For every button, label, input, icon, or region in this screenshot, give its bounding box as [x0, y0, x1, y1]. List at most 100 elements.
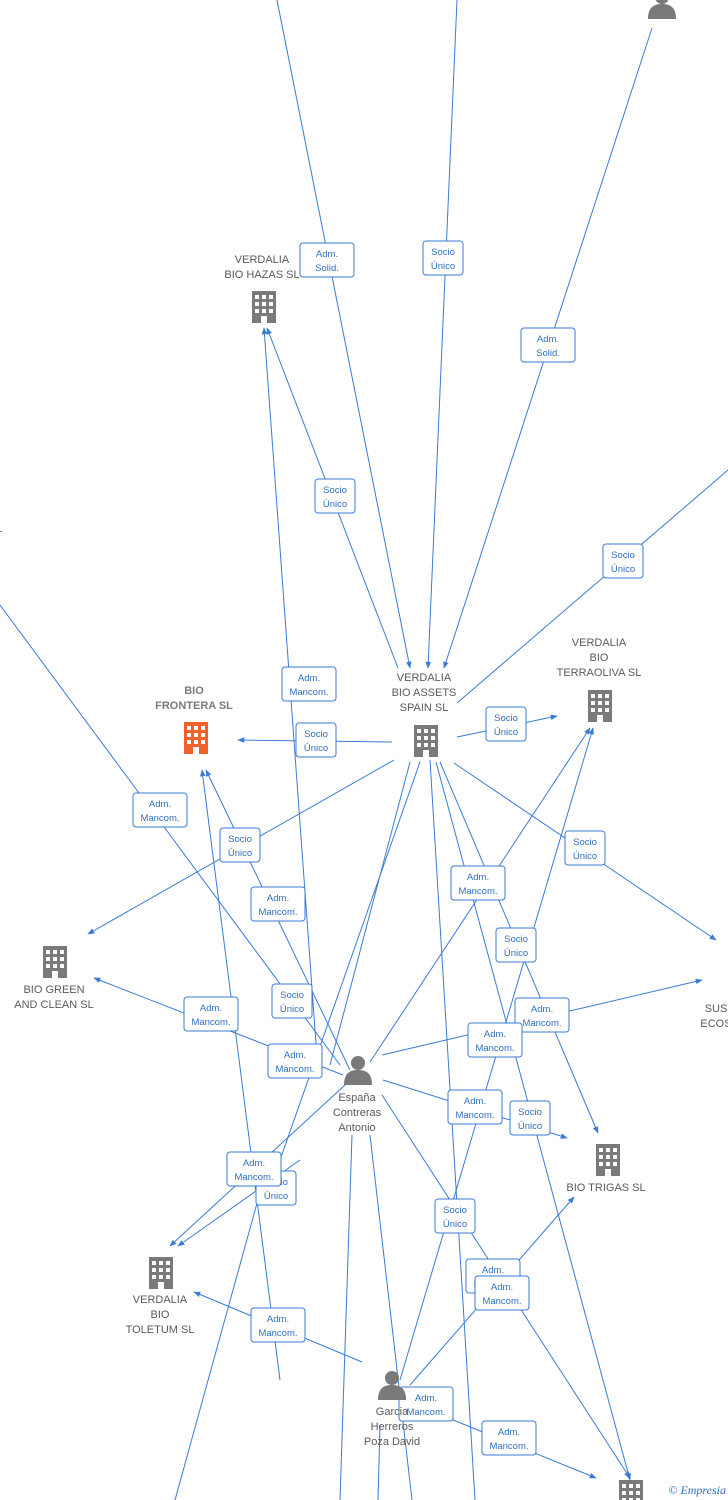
- edge-label-text: Mancom.: [455, 1110, 494, 1121]
- node-topperson[interactable]: [648, 0, 676, 19]
- node-greenclean[interactable]: BIO GREEN AND CLEAN SL: [14, 946, 94, 1011]
- node-label: L: [0, 523, 2, 535]
- node-bottomco[interactable]: [619, 1480, 643, 1500]
- edge-label-text: Socio: [518, 1107, 542, 1118]
- edge-line: [200, 769, 281, 1381]
- edge-label-text: Socio: [494, 713, 518, 724]
- edge-label-text: Adm.: [415, 1393, 437, 1404]
- edge-label-text: Adm.: [537, 334, 559, 345]
- edge-label-box: [520, 327, 576, 363]
- edge-label[interactable]: Adm.Mancom.: [450, 865, 506, 901]
- node-label: BIO GREEN: [23, 984, 84, 996]
- edge-label[interactable]: Adm.Mancom.: [250, 886, 306, 922]
- edge-label-text: Adm.: [316, 249, 338, 260]
- edge-label[interactable]: Adm.Mancom.: [183, 996, 239, 1032]
- node-trigas[interactable]: BIO TRIGAS SL: [566, 1144, 646, 1194]
- edge-line: [425, 0, 458, 669]
- edge-label-text: Único: [323, 499, 347, 510]
- edge-label-text: Socio: [443, 1205, 467, 1216]
- node-label: Poza David: [364, 1436, 420, 1448]
- edge-label-text: Mancom.: [475, 1043, 514, 1054]
- edge-label[interactable]: Adm.Mancom.: [398, 1386, 454, 1422]
- edge-label-box: [314, 478, 356, 514]
- edge-label-box: [250, 1307, 306, 1343]
- edge-label-text: Mancom.: [458, 886, 497, 897]
- copyright-symbol: ©: [668, 1483, 678, 1497]
- node-label: SUS: [705, 1003, 728, 1015]
- edge-line: [279, 761, 421, 1161]
- edge-label[interactable]: Adm.Mancom.: [250, 1307, 306, 1343]
- edge-label[interactable]: Adm.Mancom.: [514, 997, 570, 1033]
- edge-label-text: Mancom.: [489, 1441, 528, 1452]
- node-label: Herreros: [371, 1421, 414, 1433]
- edge-label-box: [564, 830, 606, 866]
- node-leftl[interactable]: L: [0, 523, 2, 535]
- edge-label[interactable]: Adm.Mancom.: [467, 1022, 523, 1058]
- edge-line: [174, 1184, 263, 1500]
- edge-label-text: Único: [431, 261, 455, 272]
- edge-label[interactable]: Adm.Mancom.: [474, 1275, 530, 1311]
- node-label: BIO ASSETS: [392, 687, 457, 699]
- edge-label-box: [250, 886, 306, 922]
- edge-label-text: Solid.: [536, 348, 560, 359]
- building-icon: [596, 1144, 620, 1176]
- edge-label-box: [271, 983, 313, 1019]
- edge-line: [429, 759, 476, 1500]
- edge-label-text: Socio: [280, 990, 304, 1001]
- edge-label[interactable]: Adm. Solid.: [520, 327, 576, 363]
- edge-label-text: Adm.: [243, 1158, 265, 1169]
- edge-label[interactable]: Adm.Mancom.: [226, 1151, 282, 1187]
- edge-label[interactable]: Adm.Mancom.: [267, 1043, 323, 1079]
- building-icon: [619, 1480, 643, 1500]
- edge-label-text: Mancom.: [522, 1018, 561, 1029]
- building-icon: [184, 722, 208, 754]
- edge-label-text: Socio: [611, 550, 635, 561]
- edge-label-box: [602, 543, 644, 579]
- edge-label-box: [299, 242, 355, 278]
- edge-label-box: [434, 1198, 476, 1234]
- node-label: Antonio: [338, 1122, 375, 1134]
- edge-label-text: Único: [443, 1219, 467, 1230]
- node-label: VERDALIA: [235, 254, 290, 266]
- edge-label-text: Adm.: [149, 799, 171, 810]
- node-label: AND CLEAN SL: [14, 999, 93, 1011]
- edge-line: [339, 1134, 353, 1500]
- edge-label-box: [132, 792, 188, 828]
- edge-label[interactable]: Adm.Mancom.: [281, 666, 337, 702]
- edge-label[interactable]: Adm.Mancom.: [447, 1089, 503, 1125]
- edge-label[interactable]: Adm.Mancom.: [132, 792, 188, 828]
- node-label: España: [338, 1092, 376, 1104]
- building-icon: [43, 946, 67, 978]
- building-icon: [252, 291, 276, 323]
- edge-label[interactable]: Adm. Mancom.: [481, 1420, 537, 1456]
- node-label: BIO TRIGAS SL: [566, 1182, 645, 1194]
- brand-logo[interactable]: Empresia: [680, 1483, 726, 1497]
- edge-label-text: Socio: [304, 729, 328, 740]
- edge-label-text: Adm.: [498, 1427, 520, 1438]
- edge-label[interactable]: Adm.Solid.: [299, 242, 355, 278]
- node-label: VERDALIA: [397, 672, 452, 684]
- edge-label-text: Socio: [431, 247, 455, 258]
- edge-label-box: [447, 1089, 503, 1125]
